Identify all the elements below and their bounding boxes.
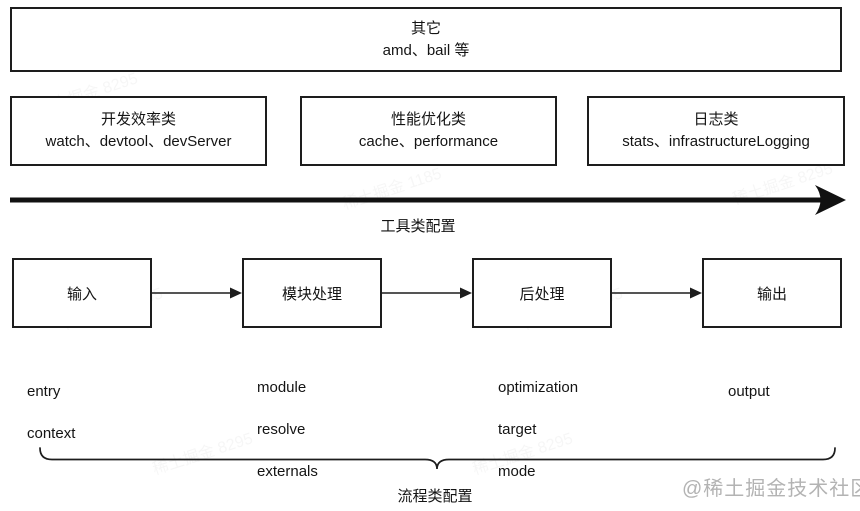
connector-arrowhead-icon bbox=[690, 287, 702, 299]
flow-node-postprocess: 后处理 bbox=[472, 258, 612, 328]
dev-efficiency-items: watch、devtool、devServer bbox=[45, 133, 232, 150]
prop-item: ... bbox=[498, 503, 578, 511]
dev-efficiency-box: 开发效率类 watch、devtool、devServer bbox=[10, 96, 267, 166]
dev-efficiency-title: 开发效率类 bbox=[100, 111, 176, 128]
connector-arrowhead-icon bbox=[460, 287, 472, 299]
prop-item: mode bbox=[498, 463, 536, 480]
logging-items: stats、infrastructureLogging bbox=[622, 133, 810, 150]
tools-arrow-head-icon bbox=[815, 185, 846, 215]
prop-item: context bbox=[27, 425, 76, 442]
flow-node-postprocess-label: 后处理 bbox=[519, 285, 565, 303]
flow-brace bbox=[39, 447, 836, 470]
site-watermark: @稀土掘金技术社区 bbox=[682, 478, 860, 500]
bg-watermark: 稀土掘金 8295 bbox=[150, 430, 255, 479]
postprocess-props-list: optimization target mode ... bbox=[498, 356, 578, 511]
flow-node-module-label: 模块处理 bbox=[281, 285, 342, 303]
prop-item: target bbox=[498, 421, 537, 438]
input-props-list: entry context bbox=[27, 360, 75, 465]
flow-node-input: 输入 bbox=[12, 258, 152, 328]
module-props-list: module resolve externals ... bbox=[257, 356, 318, 511]
other-config-box: 其它 amd、bail 等 bbox=[10, 7, 842, 72]
output-props-list: output bbox=[728, 360, 770, 423]
performance-box: 性能优化类 cache、performance bbox=[300, 96, 557, 166]
flow-node-input-label: 输入 bbox=[66, 285, 97, 303]
flow-brace-label: 流程类配置 bbox=[397, 488, 473, 505]
prop-item: output bbox=[728, 383, 770, 400]
prop-item: ... bbox=[257, 503, 318, 511]
flow-node-module: 模块处理 bbox=[242, 258, 382, 328]
prop-item: optimization bbox=[498, 379, 579, 396]
flow-node-output-label: 输出 bbox=[756, 285, 787, 303]
prop-item: module bbox=[257, 379, 307, 396]
prop-item: externals bbox=[257, 463, 318, 480]
tools-arrow-label: 工具类配置 bbox=[380, 218, 456, 235]
prop-item: resolve bbox=[257, 421, 306, 438]
performance-items: cache、performance bbox=[358, 133, 499, 150]
other-config-title: 其它 bbox=[410, 19, 441, 37]
bg-watermark: 稀土掘金 1185 bbox=[340, 165, 444, 214]
connector-arrowhead-icon bbox=[230, 287, 242, 299]
logging-box: 日志类 stats、infrastructureLogging bbox=[587, 96, 845, 166]
flow-node-output: 输出 bbox=[702, 258, 842, 328]
performance-title: 性能优化类 bbox=[390, 111, 466, 128]
logging-title: 日志类 bbox=[693, 111, 739, 128]
other-config-items: amd、bail 等 bbox=[382, 41, 470, 59]
prop-item: entry bbox=[27, 383, 61, 400]
